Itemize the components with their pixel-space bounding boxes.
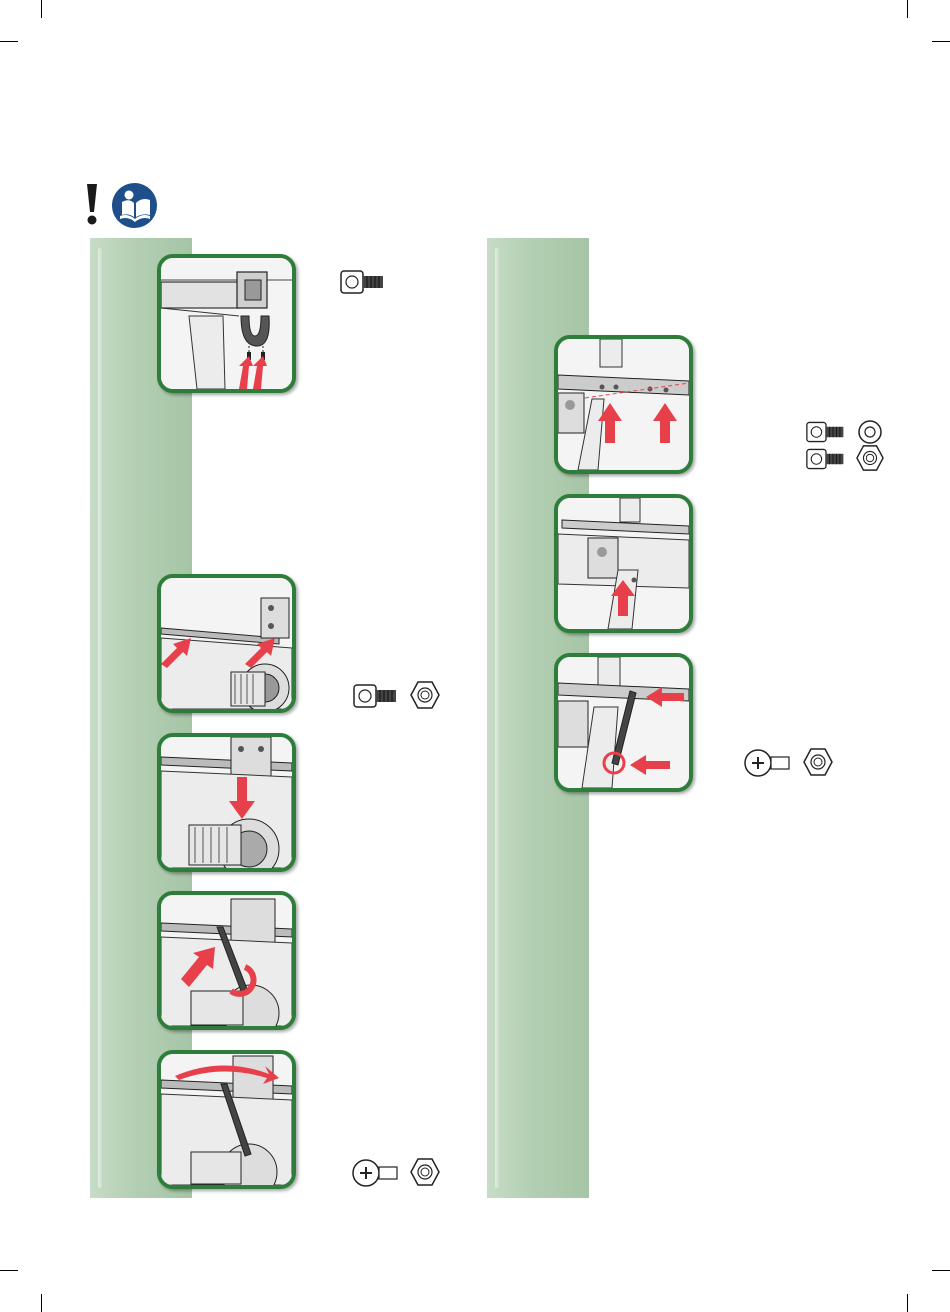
socket-bolt-icon [806, 420, 846, 444]
hex-nut-icon [410, 1157, 440, 1187]
step-illustration-hex-key [157, 891, 296, 1030]
step-illustration-plate-lift [554, 494, 693, 633]
phillips-screw-icon [744, 748, 792, 778]
crop-mark [0, 41, 18, 42]
hex-nut-icon [856, 444, 884, 472]
crop-mark [41, 1294, 42, 1312]
hex-nut-icon [803, 747, 833, 777]
crop-mark [41, 0, 42, 18]
crop-mark [932, 1270, 950, 1271]
step-illustration-u-bracket [157, 254, 296, 393]
crop-mark [932, 41, 950, 42]
exclamation-mark-icon [84, 182, 100, 226]
read-manual-icon [112, 183, 157, 228]
step-illustration-plate-bolts [554, 335, 693, 474]
washer-icon [857, 419, 883, 445]
phillips-screw-icon [352, 1158, 400, 1188]
step-illustration-hex-key-fasten [554, 653, 693, 792]
crop-mark [0, 1270, 18, 1271]
step-illustration-beam-rotate [157, 1050, 296, 1189]
step-illustration-beam-placement [157, 574, 296, 713]
hex-nut-icon [410, 680, 440, 710]
socket-bolt-icon [806, 447, 846, 471]
socket-bolt-icon [340, 269, 386, 295]
step-illustration-beam-bolt [157, 733, 296, 872]
socket-bolt-icon [352, 683, 400, 709]
crop-mark [907, 0, 908, 18]
crop-mark [907, 1294, 908, 1312]
